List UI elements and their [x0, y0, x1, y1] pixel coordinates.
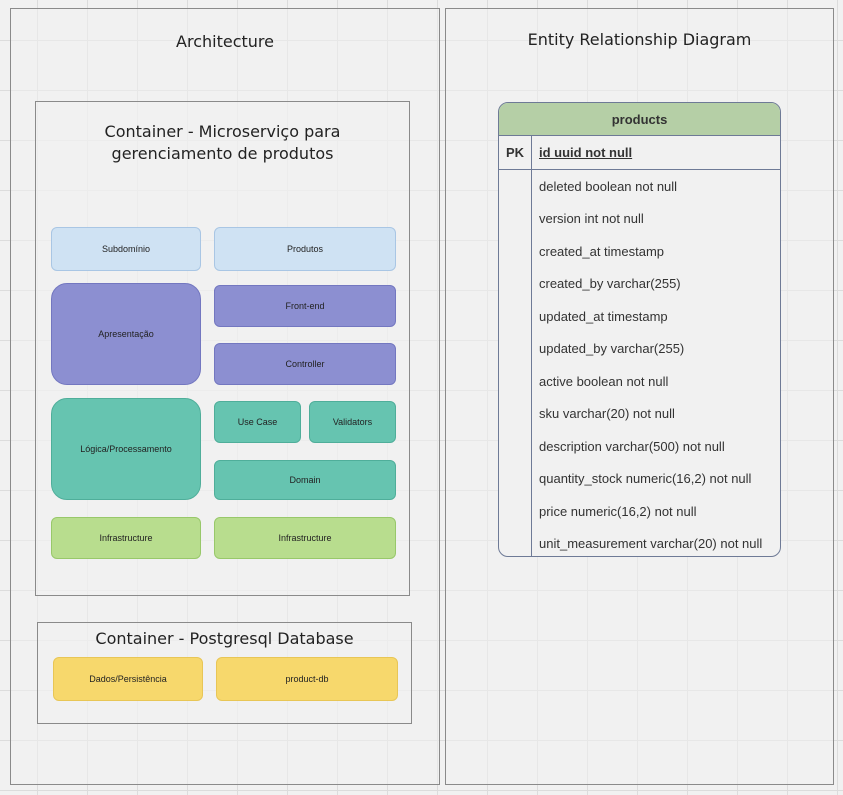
table-field: active boolean not null [539, 373, 669, 389]
table-column-divider [531, 135, 532, 556]
architecture-title: Architecture [176, 32, 274, 51]
products-table[interactable]: products PK id uuid not null deleted boo… [498, 102, 781, 557]
produtos-box[interactable]: Produtos [214, 227, 396, 271]
table-field: deleted boolean not null [539, 178, 678, 194]
pk-field: id uuid not null [539, 145, 633, 160]
subdominio-box[interactable]: Subdomínio [51, 227, 201, 271]
product-db-box[interactable]: product-db [216, 657, 398, 701]
domain-box[interactable]: Domain [214, 460, 396, 500]
products-table-header: products [499, 103, 780, 136]
table-field: version int not null [539, 211, 644, 227]
table-field: price numeric(16,2) not null [539, 503, 697, 519]
table-field: description varchar(500) not null [539, 438, 725, 454]
infrastructure-left-box[interactable]: Infrastructure [51, 517, 201, 559]
table-field: sku varchar(20) not null [539, 406, 675, 422]
table-fields: deleted boolean not null version int not… [539, 170, 776, 556]
table-field: updated_at timestamp [539, 308, 668, 324]
use-case-box[interactable]: Use Case [214, 401, 301, 443]
table-field: quantity_stock numeric(16,2) not null [539, 471, 752, 487]
apresentacao-box[interactable]: Apresentação [51, 283, 201, 385]
table-field: unit_measurement varchar(20) not null [539, 536, 763, 552]
logica-processamento-box[interactable]: Lógica/Processamento [51, 398, 201, 500]
table-field: created_at timestamp [539, 243, 665, 259]
frontend-box[interactable]: Front-end [214, 285, 396, 327]
primary-key-row: PK id uuid not null [499, 136, 780, 170]
controller-box[interactable]: Controller [214, 343, 396, 385]
microservice-container-title: Container - Microserviço para gerenciame… [104, 122, 341, 163]
dados-persistencia-box[interactable]: Dados/Persistência [53, 657, 203, 701]
pk-label: PK [505, 145, 525, 160]
validators-box[interactable]: Validators [309, 401, 396, 443]
database-container-title: Container - Postgresql Database [95, 629, 354, 648]
table-field: created_by varchar(255) [539, 276, 681, 292]
infrastructure-right-box[interactable]: Infrastructure [214, 517, 396, 559]
erd-title: Entity Relationship Diagram [527, 30, 752, 49]
table-field: updated_by varchar(255) [539, 341, 685, 357]
